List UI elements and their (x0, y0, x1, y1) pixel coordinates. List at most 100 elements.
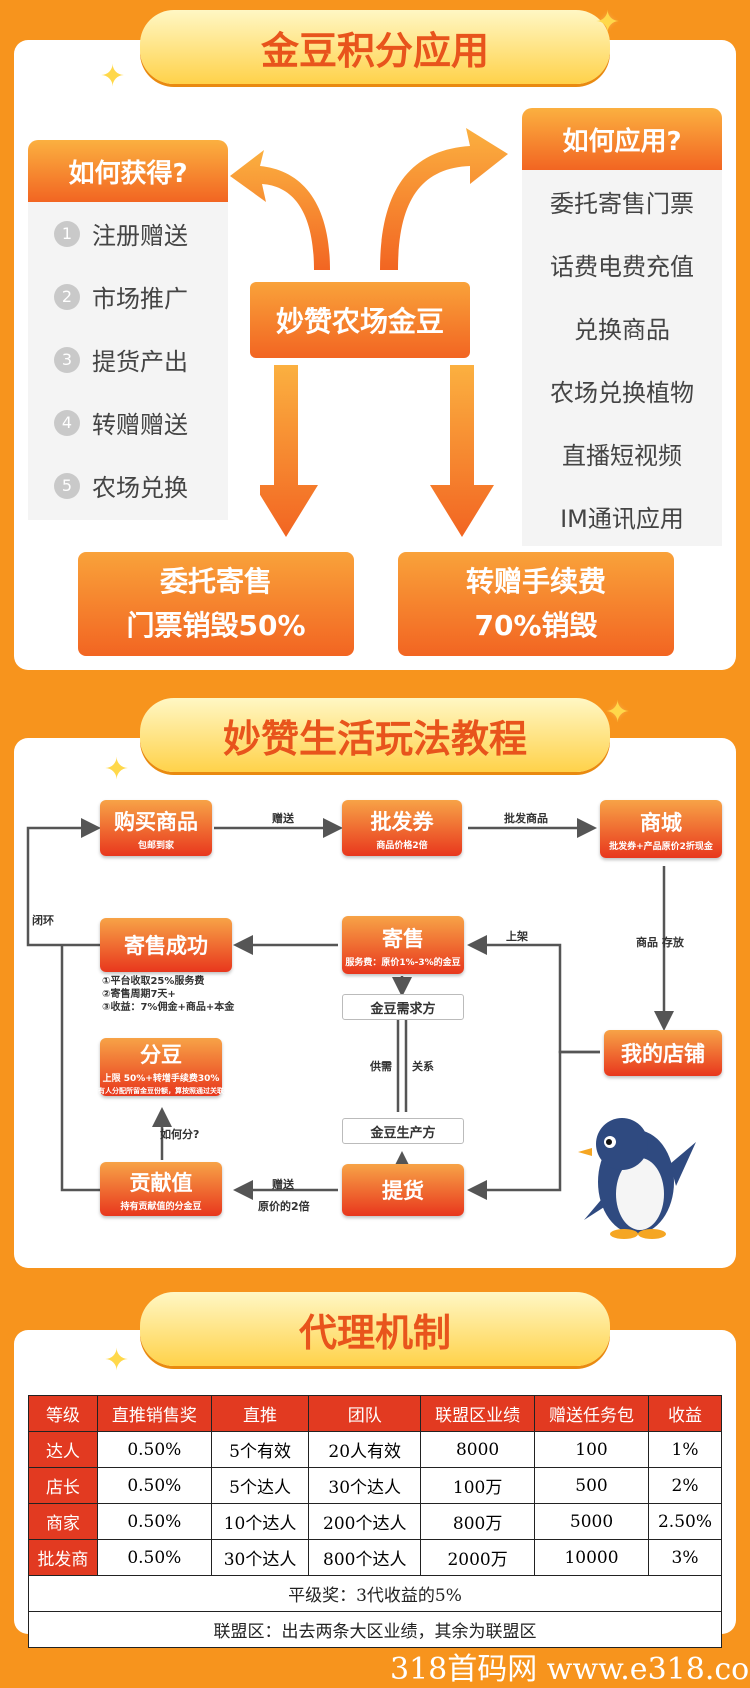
node-consign-success: 寄售成功 (100, 918, 232, 972)
node-split-coins: 分豆 上限 50%+转增手续费30% 按所有人分配所留金豆份额，算按照通过关联资… (84, 1038, 238, 1096)
table-row: 达人 0.50% 5个有效 20人有效 8000 100 1% (28, 1431, 723, 1468)
node-sub: 商品价格2倍 (376, 840, 428, 851)
sparkle-icon: ✦ (104, 752, 130, 787)
table-cell: 0.50% (96, 1503, 212, 1540)
table-cell: 5个达人 (210, 1467, 310, 1504)
node-title: 我的店铺 (621, 1042, 705, 1066)
node-sub: 包邮到家 (137, 840, 174, 851)
bottom-right-line1: 转赠手续费 (465, 565, 606, 598)
list-item-label: 市场推广 (92, 285, 188, 313)
sparkle-icon: ✦ (104, 1343, 130, 1378)
list-item-label: 提货产出 (92, 348, 188, 376)
sparkle-icon: ✦ (100, 59, 126, 94)
table-note-row: 平级奖：3代收益的5% (28, 1575, 722, 1612)
table-cell: 100 (534, 1431, 649, 1468)
number-badge: 5 (54, 472, 80, 499)
node-wholesale-voucher: 批发券 商品价格2倍 (342, 800, 462, 856)
penguin-icon (578, 1118, 696, 1239)
node-title: 批发券 (370, 809, 434, 834)
down-arrows-icon (260, 365, 494, 537)
sparkle-icon: ✦ (605, 695, 631, 730)
number-badge: 4 (54, 409, 80, 436)
list-item: 话费电费充值 (550, 253, 694, 281)
curved-arrows-icon (230, 128, 508, 270)
note-line: ①平台收取25%服务费 (102, 976, 205, 987)
table-cell: 2% (647, 1467, 723, 1504)
list-item: 1 注册赠送 (28, 202, 228, 265)
table-cell: 30个达人 (308, 1467, 422, 1504)
node-title: 购买商品 (114, 809, 198, 834)
label-orig-2x: 原价的2倍 (258, 1200, 310, 1213)
table-cell: 200个达人 (308, 1503, 422, 1540)
list-item-label: 农场兑换 (92, 474, 188, 502)
number-badge: 3 (54, 346, 80, 373)
header-cell: 团队 (308, 1395, 422, 1432)
table-cell: 2000万 (420, 1539, 536, 1576)
right-list: 委托寄售门票 话费电费充值 兑换商品 农场兑换植物 直播短视频 IM通讯应用 (522, 170, 722, 546)
center-coin-box: 妙赞农场金豆 (250, 282, 470, 358)
node-sub: 持有贡献值的分金豆 (120, 1201, 202, 1212)
label-supply-demand: 供需 (370, 1060, 392, 1073)
header-cell: 联盟区业绩 (420, 1395, 536, 1432)
table-cell: 批发商 (28, 1539, 98, 1576)
right-header: 如何应用? (522, 108, 722, 170)
node-title: 寄售成功 (124, 934, 208, 958)
node-buy-goods: 购买商品 包邮到家 (100, 800, 212, 856)
section3-title: 代理机制 (140, 1292, 610, 1366)
table-cell: 8000 (420, 1431, 536, 1468)
table-cell: 2.50% (647, 1503, 723, 1540)
table-cell: 0.50% (96, 1539, 212, 1576)
table-cell: 0.50% (96, 1467, 212, 1504)
table-cell: 0.50% (96, 1431, 212, 1468)
table-cell: 500 (534, 1467, 649, 1504)
list-item: 5 农场兑换 (28, 454, 228, 517)
node-my-store: 我的店铺 (604, 1030, 722, 1076)
header-cell: 收益 (647, 1395, 723, 1432)
node-title: 商城 (640, 810, 682, 835)
node-title: 提货 (382, 1179, 424, 1203)
coin-demand-pill: 金豆需求方 (342, 994, 464, 1020)
list-item: IM通讯应用 (560, 505, 684, 533)
note-line: ③收益：7%佣金+商品+本金 (102, 1002, 235, 1013)
table-cell: 3% (647, 1539, 723, 1576)
note-line: ②寄售周期7天+ (102, 989, 176, 1000)
list-item: 农场兑换植物 (550, 379, 694, 407)
bottom-left-line2: 门票销毁50% (126, 609, 306, 642)
list-item: 委托寄售门票 (550, 190, 694, 218)
table-cell: 5个有效 (210, 1431, 310, 1468)
node-sub: 上限 50%+转增手续费30% (102, 1073, 220, 1084)
table-cell: 30个达人 (210, 1539, 310, 1576)
node-title: 分豆 (140, 1042, 182, 1067)
header-cell: 直推 (210, 1395, 310, 1432)
node-title: 寄售 (382, 926, 424, 951)
label-how-split: 如何分? (160, 1128, 200, 1141)
header-cell: 直推销售奖 (96, 1395, 212, 1432)
table-row: 批发商 0.50% 30个达人 800个达人 2000万 10000 3% (28, 1539, 723, 1576)
node-pickup: 提货 (342, 1164, 464, 1216)
sparkle-icon: ✦ (595, 5, 621, 40)
header-cell: 赠送任务包 (534, 1395, 649, 1432)
table-note: 联盟区：出去两条大区业绩，其余为联盟区 (28, 1611, 722, 1648)
list-item-label: 注册赠送 (92, 222, 188, 250)
bottom-left-box: 委托寄售 门票销毁50% (78, 552, 354, 656)
table-note: 平级奖：3代收益的5% (28, 1575, 722, 1612)
header-cell: 等级 (28, 1395, 98, 1432)
node-sub2: 按所有人分配所留金豆份额，算按照通过关联资格 (84, 1086, 238, 1095)
node-contribution: 贡献值 持有贡献值的分金豆 (100, 1162, 222, 1216)
table-cell: 100万 (420, 1467, 536, 1504)
node-consign: 寄售 服务费：原价1%-3%的金豆 (342, 916, 464, 974)
table-row: 店长 0.50% 5个达人 30个达人 100万 500 2% (28, 1467, 723, 1504)
number-badge: 1 (54, 220, 80, 247)
table-cell: 商家 (28, 1503, 98, 1540)
label-gift2: 赠送 (272, 1178, 294, 1191)
table-cell: 10个达人 (210, 1503, 310, 1540)
label-gift: 赠送 (272, 812, 294, 825)
label-list-up: 上架 (506, 930, 528, 943)
label-wholesale-goods: 批发商品 (504, 812, 548, 825)
consign-notes: ①平台收取25%服务费 ②寄售周期7天+ ③收益：7%佣金+商品+本金 (102, 975, 234, 1014)
coin-supply-pill: 金豆生产方 (342, 1118, 464, 1144)
